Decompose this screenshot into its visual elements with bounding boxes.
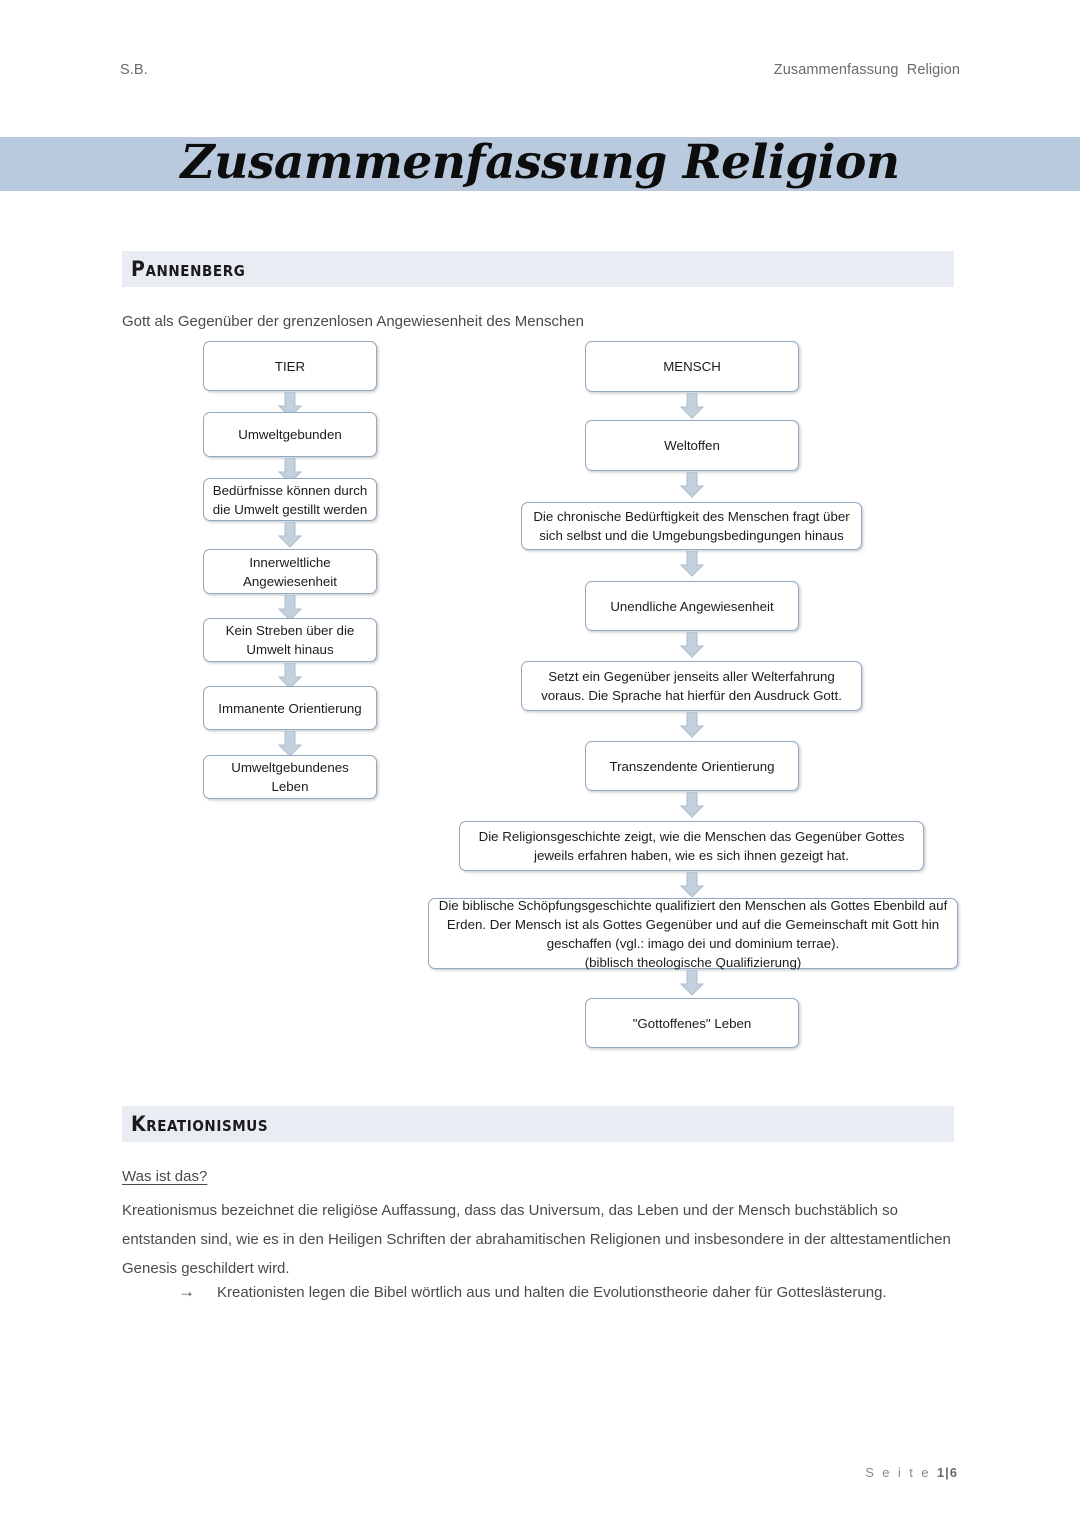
footer-separator: | — [945, 1465, 950, 1480]
flow-node-left-5[interactable]: Immanente Orientierung — [203, 686, 377, 730]
flow-node-right-3[interactable]: Unendliche Angewiesenheit — [585, 581, 799, 631]
flow-node-left-4[interactable]: Kein Streben über die Umwelt hinaus — [203, 618, 377, 662]
flow-node-right-1[interactable]: Weltoffen — [585, 420, 799, 471]
kreationismus-bullet-text: Kreationisten legen die Bibel wörtlich a… — [217, 1284, 887, 1301]
flow-node-left-6[interactable]: Umweltgebundenes Leben — [203, 755, 377, 799]
flow-arrow-down-icon — [278, 663, 302, 689]
title-banner-background — [0, 137, 1080, 191]
page-title: Zusammenfassung Religion — [180, 135, 900, 190]
flow-arrow-down-icon — [278, 392, 302, 418]
flow-arrow-down-icon — [680, 551, 704, 577]
footer-current-page: 1 — [936, 1465, 946, 1480]
arrow-right-icon: → — [178, 1282, 195, 1301]
flow-node-right-4[interactable]: Setzt ein Gegenüber jenseits aller Welte… — [521, 661, 862, 711]
section-heading-kreationismus: Kreationismus — [122, 1106, 954, 1142]
flow-node-right-8[interactable]: "Gottoffenes" Leben — [585, 998, 799, 1048]
footer-total-pages: 6 — [949, 1465, 958, 1480]
kreationismus-subheading: Was ist das? — [122, 1168, 208, 1185]
flow-node-right-2[interactable]: Die chronische Bedürftigkeit des Mensche… — [521, 502, 862, 550]
flow-arrow-down-icon — [278, 458, 302, 484]
pannenberg-intro-text: Gott als Gegenüber der grenzenlosen Ange… — [122, 313, 584, 330]
flow-node-left-0[interactable]: TIER — [203, 341, 377, 391]
flow-node-left-2[interactable]: Bedürfnisse können durch die Umwelt gest… — [203, 478, 377, 521]
flow-arrow-down-icon — [680, 712, 704, 738]
section-heading-label: Pannenberg — [131, 257, 246, 281]
flow-arrow-down-icon — [278, 522, 302, 548]
page-running-header: S.B. Zusammenfassung Religion — [120, 62, 960, 78]
section-heading-pannenberg: Pannenberg — [122, 251, 954, 287]
flow-node-left-1[interactable]: Umweltgebunden — [203, 412, 377, 457]
footer-label: S e i t e — [865, 1465, 931, 1480]
flow-arrow-down-icon — [680, 792, 704, 818]
page-footer: S e i t e 1|6 — [865, 1465, 958, 1480]
flow-node-right-0[interactable]: MENSCH — [585, 341, 799, 392]
header-author: S.B. — [120, 62, 148, 78]
flow-arrow-down-icon — [680, 632, 704, 658]
flow-arrow-down-icon — [680, 872, 704, 898]
flow-node-right-6[interactable]: Die Religionsgeschichte zeigt, wie die M… — [459, 821, 924, 871]
section-heading-label: Kreationismus — [131, 1112, 269, 1136]
kreationismus-bullet-item: → Kreationisten legen die Bibel wörtlich… — [178, 1277, 968, 1307]
flow-node-right-7[interactable]: Die biblische Schöpfungsgeschichte quali… — [428, 898, 958, 970]
flow-node-left-3[interactable]: Innerweltliche Angewiesenheit — [203, 549, 377, 594]
flow-arrow-down-icon — [278, 731, 302, 757]
flow-arrow-down-icon — [278, 595, 302, 621]
flow-arrow-down-icon — [680, 970, 704, 996]
flow-arrow-down-icon — [680, 393, 704, 419]
flow-node-right-5[interactable]: Transzendente Orientierung — [585, 741, 799, 791]
flow-arrow-down-icon — [680, 472, 704, 498]
kreationismus-paragraph: Kreationismus bezeichnet die religiöse A… — [122, 1202, 951, 1277]
header-document-title: Zusammenfassung Religion — [773, 62, 960, 78]
